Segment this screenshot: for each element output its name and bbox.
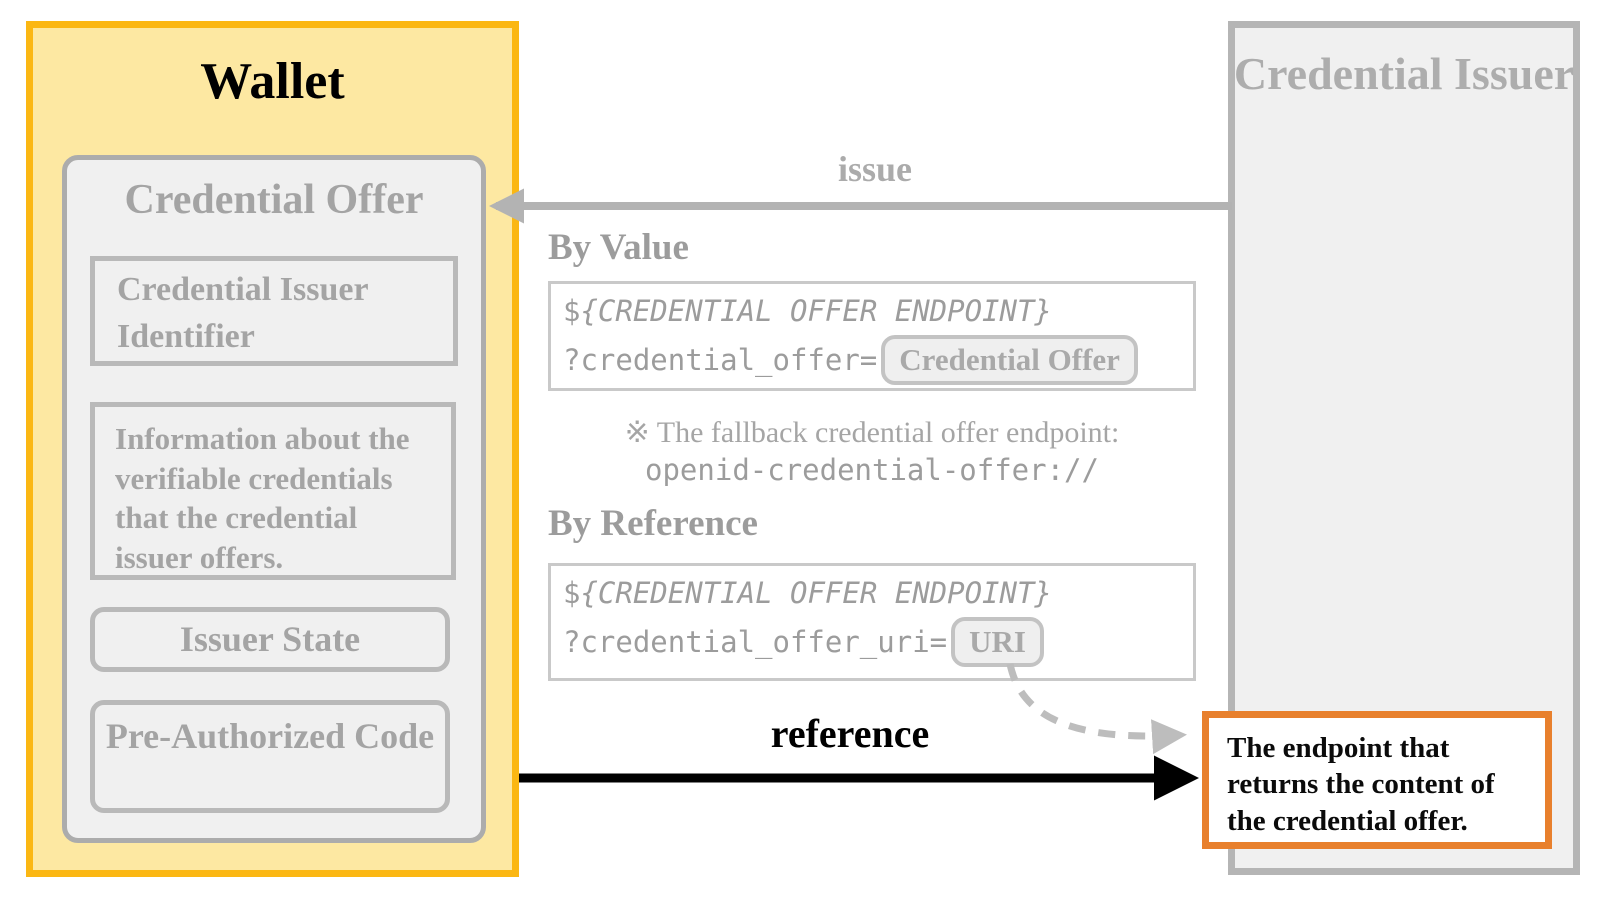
credential-offer-title: Credential Offer bbox=[124, 177, 424, 223]
endpoint-note-line: The endpoint that bbox=[1227, 732, 1450, 764]
credential-issuer-title: Credential Issuer bbox=[1233, 48, 1575, 99]
credential-issuer-identifier-box: Credential Issuer Identifier bbox=[90, 256, 458, 366]
by-value-heading: By Value bbox=[548, 227, 689, 268]
endpoint-note-line: returns the content of bbox=[1227, 768, 1495, 801]
by-value-query-line: ?credential_offer=Credential Offer bbox=[563, 335, 1181, 385]
query-prefix: ?credential_offer_uri= bbox=[563, 624, 948, 659]
query-prefix: ?credential_offer= bbox=[563, 342, 878, 377]
credentials-info-box: Information about the verifiable credent… bbox=[90, 402, 456, 580]
uri-pill: URI bbox=[951, 617, 1044, 667]
credential-offer-pill: Credential Offer bbox=[881, 335, 1138, 385]
endpoint-placeholder: {CREDENTIAL OFFER ENDPOINT} bbox=[580, 576, 1052, 610]
by-reference-query-line: ?credential_offer_uri=URI bbox=[563, 617, 1181, 667]
issuer-state-box: Issuer State bbox=[90, 607, 450, 672]
fallback-scheme: openid-credential-offer:// bbox=[645, 453, 1099, 487]
fallback-note: ※ The fallback credential offer endpoint… bbox=[624, 416, 1120, 449]
by-value-code-box: ${CREDENTIAL OFFER ENDPOINT} ?credential… bbox=[548, 281, 1196, 391]
by-reference-endpoint-line: ${CREDENTIAL OFFER ENDPOINT} bbox=[563, 570, 1181, 617]
dollar-sign: $ bbox=[563, 294, 581, 328]
by-reference-code-box: ${CREDENTIAL OFFER ENDPOINT} ?credential… bbox=[548, 563, 1196, 681]
reference-label: reference bbox=[770, 711, 930, 756]
dollar-sign: $ bbox=[563, 576, 581, 610]
endpoint-note-box: The endpoint that returns the content of… bbox=[1202, 711, 1552, 849]
by-value-endpoint-line: ${CREDENTIAL OFFER ENDPOINT} bbox=[563, 288, 1181, 335]
endpoint-note-line: the credential offer. bbox=[1227, 804, 1468, 837]
by-reference-heading: By Reference bbox=[548, 503, 758, 544]
issue-label: issue bbox=[837, 149, 913, 189]
endpoint-placeholder: {CREDENTIAL OFFER ENDPOINT} bbox=[580, 294, 1052, 328]
fallback-note-block: ※ The fallback credential offer endpoint… bbox=[548, 414, 1196, 489]
pre-authorized-code-box: Pre-Authorized Code bbox=[90, 700, 450, 813]
wallet-title: Wallet bbox=[200, 53, 345, 110]
